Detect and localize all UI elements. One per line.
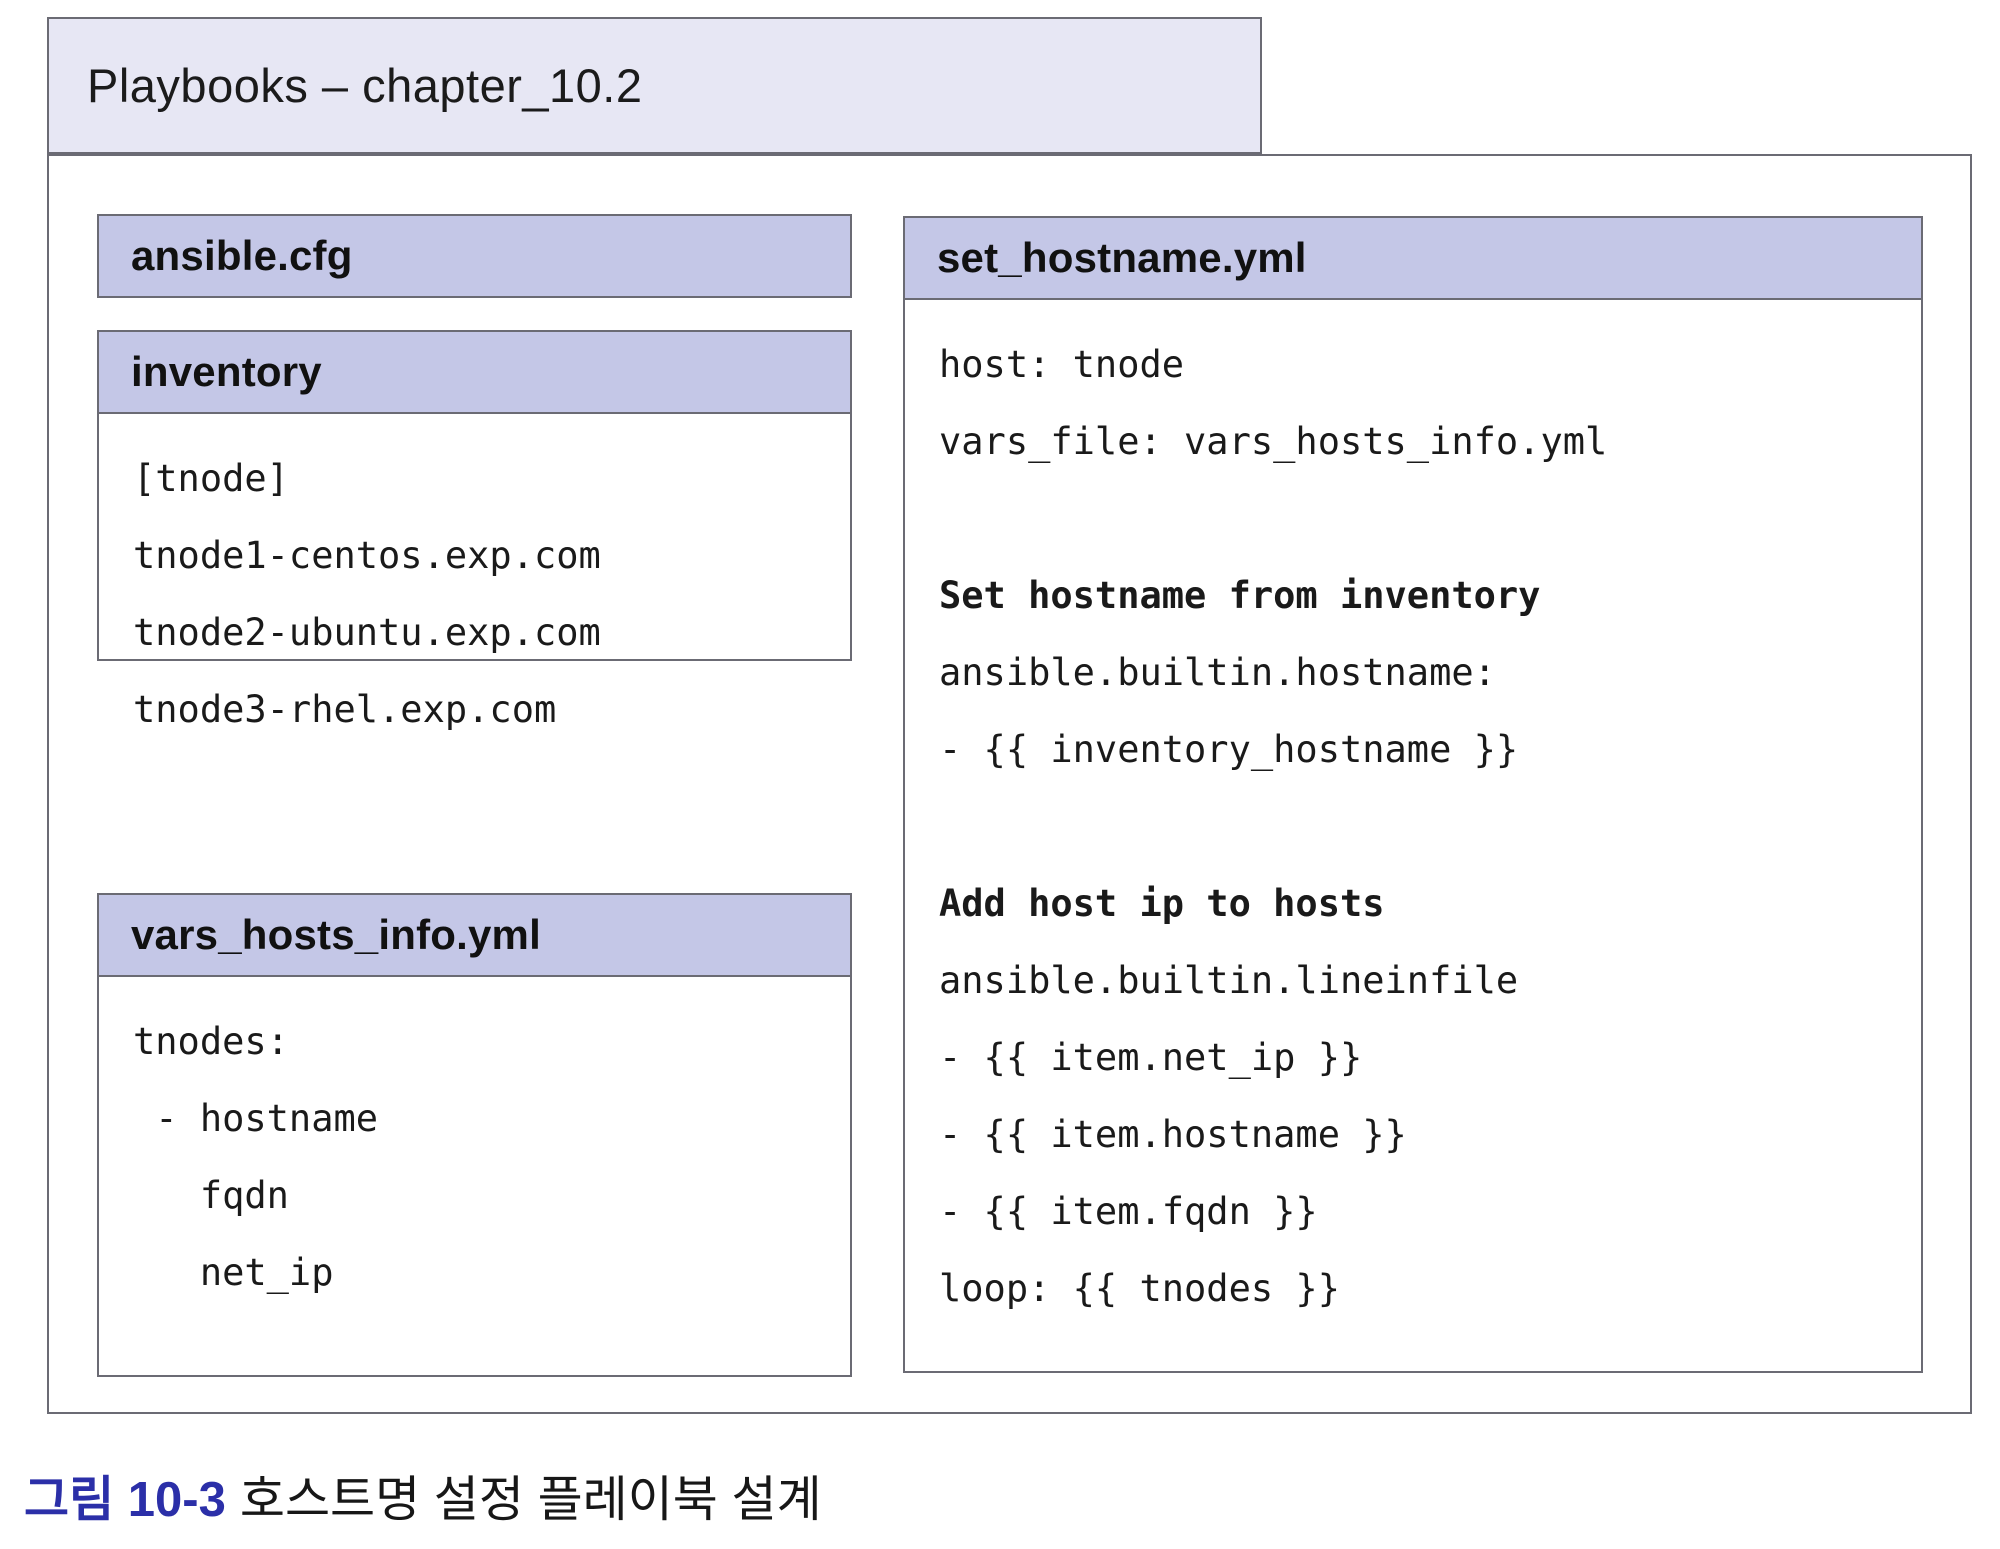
file-box-ansible-cfg-title: ansible.cfg: [131, 232, 353, 279]
file-box-ansible-cfg-header: ansible.cfg: [99, 216, 850, 296]
file-box-vars-hosts-info-body: tnodes: - hostname fqdn net_ip: [99, 977, 850, 1331]
package-title-tab: Playbooks – chapter_10.2: [47, 17, 1262, 154]
file-box-vars-hosts-info: vars_hosts_info.yml tnodes: - hostname f…: [97, 893, 852, 1377]
file-box-inventory-title: inventory: [131, 348, 322, 395]
code-line: ansible.builtin.lineinfile: [939, 959, 1519, 1002]
code-line: [tnode]: [133, 457, 289, 500]
code-line: - {{ inventory_hostname }}: [939, 728, 1519, 771]
code-line-blank: [939, 480, 1921, 557]
file-box-set-hostname-header: set_hostname.yml: [905, 218, 1921, 300]
code-line: - hostname: [133, 1097, 379, 1140]
code-line: tnodes:: [133, 1020, 289, 1063]
file-box-set-hostname-body: host: tnode vars_file: vars_hosts_info.ym…: [905, 300, 1921, 1347]
file-box-inventory: inventory [tnode] tnode1-centos.exp.com …: [97, 330, 852, 731]
figure-caption-number: 그림 10-3: [24, 1473, 226, 1527]
code-line: - {{ item.hostname }}: [939, 1113, 1407, 1156]
figure-caption-text: 호스트명 설정 플레이북 설계: [239, 1473, 822, 1527]
file-box-set-hostname-title: set_hostname.yml: [937, 234, 1307, 281]
code-line: fqdn: [133, 1174, 289, 1217]
file-box-ansible-cfg: ansible.cfg: [97, 214, 852, 298]
code-line: vars_file: vars_hosts_info.yml: [939, 420, 1608, 463]
code-line-blank: [939, 788, 1921, 865]
code-line: Add host ip to hosts: [939, 882, 1385, 925]
package-title: Playbooks – chapter_10.2: [87, 59, 643, 112]
code-line: tnode1-centos.exp.com: [133, 534, 601, 577]
playbook-design-diagram: Playbooks – chapter_10.2 ansible.cfg inv…: [47, 17, 1972, 1414]
code-line: host: tnode: [939, 343, 1185, 386]
code-line: - {{ item.fqdn }}: [939, 1190, 1318, 1233]
file-box-vars-hosts-info-header: vars_hosts_info.yml: [99, 895, 850, 977]
file-box-set-hostname: set_hostname.yml host: tnode vars_file: v…: [903, 216, 1923, 1373]
file-box-inventory-header: inventory: [99, 332, 850, 414]
code-line: net_ip: [133, 1251, 334, 1294]
code-line: ansible.builtin.hostname:: [939, 651, 1496, 694]
code-line: - {{ item.net_ip }}: [939, 1036, 1363, 1079]
file-box-vars-hosts-info-title: vars_hosts_info.yml: [131, 911, 541, 958]
file-box-inventory-body: [tnode] tnode1-centos.exp.com tnode2-ubu…: [99, 414, 850, 768]
code-line: tnode3-rhel.exp.com: [133, 688, 557, 731]
code-line: loop: {{ tnodes }}: [939, 1267, 1340, 1310]
code-line: tnode2-ubuntu.exp.com: [133, 611, 601, 654]
code-line: Set hostname from inventory: [939, 574, 1541, 617]
